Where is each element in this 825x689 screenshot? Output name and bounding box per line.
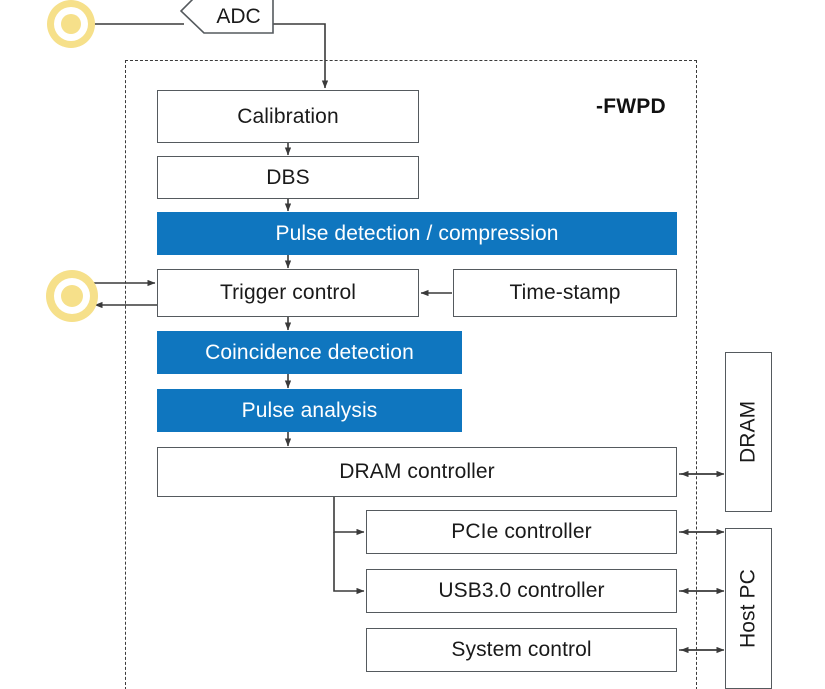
adc-shape-outline — [180, 0, 274, 34]
block-usb-controller[interactable]: USB3.0 controller — [366, 569, 677, 613]
adc-block: ADC — [180, 0, 275, 46]
block-trigger-control[interactable]: Trigger control — [157, 269, 419, 317]
connector-core — [61, 285, 83, 307]
block-pcie-controller-label: PCIe controller — [451, 520, 592, 543]
block-dram-controller-label: DRAM controller — [339, 460, 495, 483]
block-dram-controller[interactable]: DRAM controller — [157, 447, 677, 497]
block-calibration-label: Calibration — [237, 104, 339, 128]
block-trigger-control-label: Trigger control — [219, 281, 357, 304]
coaxial-input-connector[interactable] — [47, 0, 95, 48]
block-dbs[interactable]: DBS — [157, 156, 419, 199]
peripheral-host-pc[interactable]: Host PC — [725, 528, 772, 689]
block-usb-controller-label: USB3.0 controller — [438, 579, 605, 602]
peripheral-dram-label: DRAM — [736, 400, 760, 464]
coaxial-trigger-connector[interactable] — [46, 270, 98, 322]
block-system-control[interactable]: System control — [366, 628, 677, 672]
block-system-control-label: System control — [451, 638, 592, 661]
peripheral-host-pc-label: Host PC — [736, 569, 760, 648]
peripheral-dram[interactable]: DRAM — [725, 352, 772, 512]
block-coincidence-detection-label: Coincidence detection — [205, 340, 414, 364]
block-pulse-detection-label: Pulse detection / compression — [275, 221, 559, 245]
fwpd-region-label: -FWPD — [596, 95, 666, 118]
block-calibration[interactable]: Calibration — [157, 90, 419, 143]
connector-core — [61, 14, 81, 34]
block-pulse-analysis[interactable]: Pulse analysis — [157, 389, 462, 432]
block-pulse-detection[interactable]: Pulse detection / compression — [157, 212, 677, 255]
block-time-stamp-label: Time-stamp — [509, 281, 621, 304]
block-dbs-label: DBS — [266, 165, 310, 189]
block-time-stamp[interactable]: Time-stamp — [453, 269, 677, 317]
fwpd-boundary-region — [125, 60, 697, 689]
block-pcie-controller[interactable]: PCIe controller — [366, 510, 677, 554]
block-pulse-analysis-label: Pulse analysis — [241, 398, 378, 422]
adc-label: ADC — [216, 5, 261, 28]
block-coincidence-detection[interactable]: Coincidence detection — [157, 331, 462, 374]
